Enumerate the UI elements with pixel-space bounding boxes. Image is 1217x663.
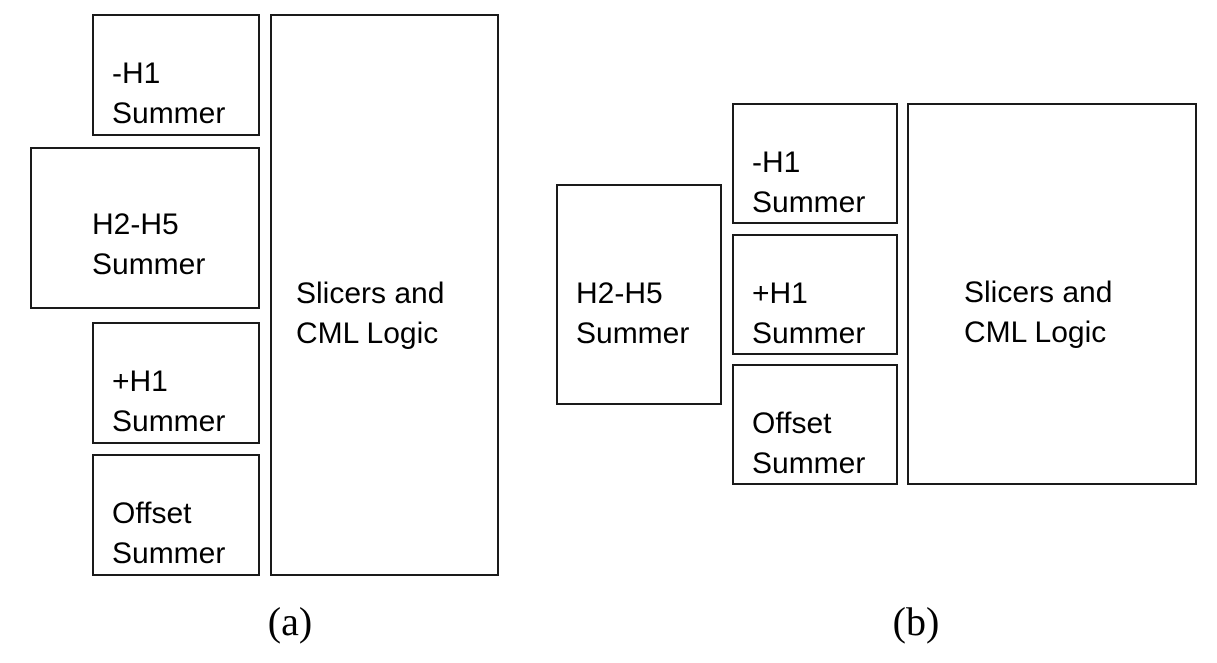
b-slicers-cml-logic-label: Slicers and CML Logic — [964, 276, 1113, 349]
b-neg-h1-summer-label: -H1 Summer — [752, 146, 866, 219]
b-h2-h5-summer-label: H2-H5 Summer — [576, 277, 690, 350]
a-h2-h5-summer-block: H2-H5 Summer — [30, 147, 260, 309]
caption-a: (a) — [267, 599, 313, 644]
a-h2-h5-summer-label: H2-H5 Summer — [92, 208, 206, 281]
b-neg-h1-summer-block: -H1 Summer — [732, 103, 898, 224]
a-neg-h1-summer-label: -H1 Summer — [112, 57, 226, 130]
a-neg-h1-summer-block: -H1 Summer — [92, 14, 260, 136]
b-offset-summer-block: Offset Summer — [732, 364, 898, 485]
caption-b: (b) — [892, 599, 940, 644]
b-offset-summer-label: Offset Summer — [752, 407, 866, 480]
a-offset-summer-block: Offset Summer — [92, 454, 260, 576]
b-slicers-cml-logic-block: Slicers and CML Logic — [907, 103, 1197, 485]
b-h2-h5-summer-block: H2-H5 Summer — [556, 184, 722, 405]
a-slicers-cml-logic-label: Slicers and CML Logic — [296, 277, 445, 350]
a-pos-h1-summer-label: +H1 Summer — [112, 365, 226, 438]
a-pos-h1-summer-block: +H1 Summer — [92, 322, 260, 444]
a-offset-summer-label: Offset Summer — [112, 497, 226, 570]
b-pos-h1-summer-label: +H1 Summer — [752, 277, 866, 350]
a-slicers-cml-logic-block: Slicers and CML Logic — [270, 14, 499, 576]
b-pos-h1-summer-block: +H1 Summer — [732, 234, 898, 355]
